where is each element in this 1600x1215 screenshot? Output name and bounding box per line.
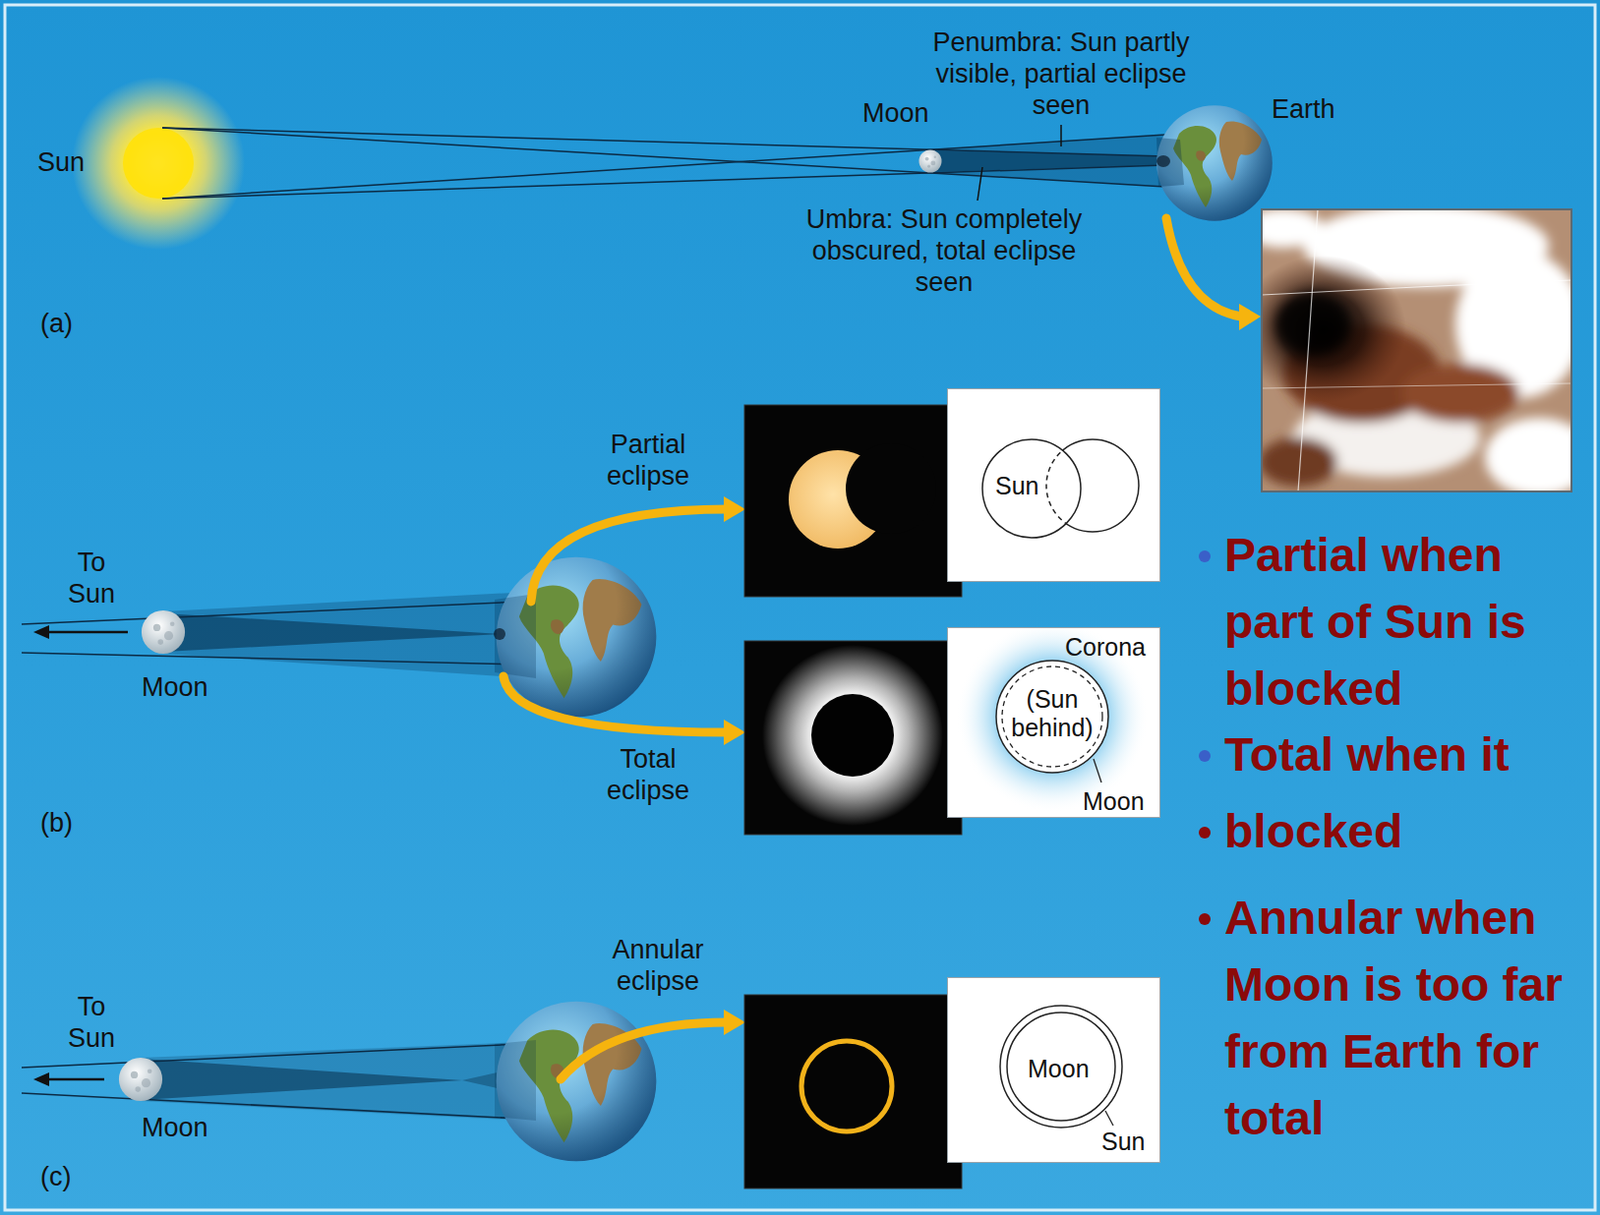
eclipse-type-label: Partial eclipse: [579, 429, 717, 493]
annular-eclipse-photo: [744, 995, 962, 1189]
partial-eclipse-photo: [744, 405, 962, 597]
direction-label: To Sun: [57, 992, 126, 1056]
body-label: Earth: [1271, 94, 1336, 126]
inset-label: Sun: [995, 472, 1039, 501]
bullet-text: Annular when Moon is too far from Earth …: [1224, 885, 1597, 1153]
inset-sketch: [948, 389, 1162, 584]
inset-label: Corona: [1065, 633, 1146, 662]
body-label: Moon: [141, 1113, 209, 1145]
total-eclipse-photo: [744, 641, 962, 835]
bullet-text: Partial when part of Sun is blocked: [1224, 522, 1597, 723]
annular-inset-box: MoonSun: [947, 977, 1161, 1164]
panel-letter: (c): [40, 1162, 71, 1194]
bullet-dot: [1198, 750, 1211, 763]
inset-label: Moon: [1027, 1055, 1090, 1084]
inset-label: Moon: [1082, 787, 1145, 817]
panel-c-art: [21, 995, 962, 1189]
body-label: Moon: [141, 672, 209, 705]
bullet-dot: [1198, 550, 1211, 563]
bullet-dot: [1198, 913, 1211, 926]
bullet-dot: [1198, 827, 1211, 839]
inset-label: (Sun behind): [1003, 685, 1102, 743]
satellite-photo: [1261, 209, 1572, 492]
partial-inset-box: Sun: [947, 388, 1161, 583]
eclipse-type-label: Total eclipse: [589, 744, 708, 808]
direction-label: To Sun: [57, 547, 126, 611]
panel-letter: (a): [40, 308, 73, 341]
eclipse-type-label: Annular eclipse: [589, 935, 727, 999]
body-label: Moon: [862, 98, 930, 130]
inset-label: Sun: [1101, 1127, 1145, 1157]
frame: [4, 4, 1596, 1211]
total-inset-box: Corona (Sun behind) Moon: [947, 627, 1161, 819]
callout-label: Umbra: Sun completely obscured, total ec…: [796, 204, 1092, 299]
bullet-text: Total when it: [1224, 721, 1597, 789]
bullet-text: blocked: [1224, 798, 1597, 866]
panel-letter: (b): [40, 808, 73, 840]
panel-b-art: [21, 405, 962, 835]
callout-label: Penumbra: Sun partly visible, partial ec…: [913, 27, 1209, 122]
body-label: Sun: [37, 147, 85, 179]
